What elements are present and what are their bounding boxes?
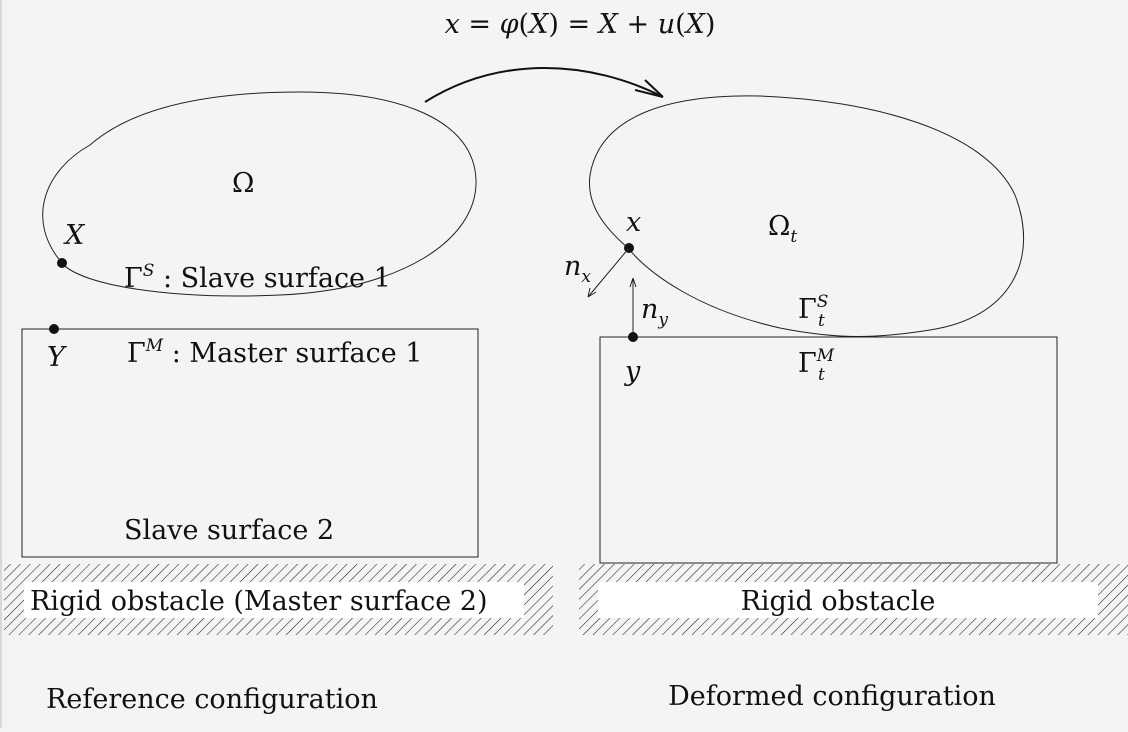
reference-rigid-obstacle: Rigid obstacle (Master surface 2) — [4, 564, 553, 635]
normal-x-label: nx — [564, 251, 591, 287]
point-X-label: X — [63, 220, 86, 251]
normal-y-label: ny — [641, 294, 668, 330]
deformed-block — [599, 336, 1058, 564]
reference-domain-label: Ω — [232, 168, 254, 199]
deformed-domain-label: Ωt — [768, 211, 797, 247]
point-Y-marker — [49, 324, 59, 334]
reference-block — [21, 328, 479, 558]
slave-surface-2-label: Slave surface 2 — [124, 515, 334, 546]
point-x-label: x — [626, 207, 641, 238]
mapping-arrow — [424, 67, 664, 103]
point-y-marker — [628, 332, 638, 342]
deformed-obstacle-label: Rigid obstacle — [741, 586, 936, 617]
reference-caption: Reference configuration — [46, 684, 378, 715]
point-X-marker — [57, 258, 67, 268]
reference-body-outline — [42, 91, 477, 297]
slave-surface-1-label: ΓS : Slave surface 1 — [124, 261, 391, 294]
normal-y-arrow — [629, 277, 637, 336]
reference-obstacle-label: Rigid obstacle (Master surface 2) — [30, 586, 488, 617]
normal-x-arrow — [587, 247, 630, 298]
point-y-label: y — [624, 356, 641, 387]
master-surface-1-label: ΓM : Master surface 1 — [127, 336, 422, 369]
mapping-formula: x = φ(X) = X + u(X) — [445, 9, 716, 40]
point-Y-label: Y — [47, 342, 67, 373]
deformed-caption: Deformed configuration — [668, 681, 996, 712]
deformed-body-outline — [588, 95, 1024, 337]
deformed-rigid-obstacle: Rigid obstacle — [579, 564, 1128, 635]
